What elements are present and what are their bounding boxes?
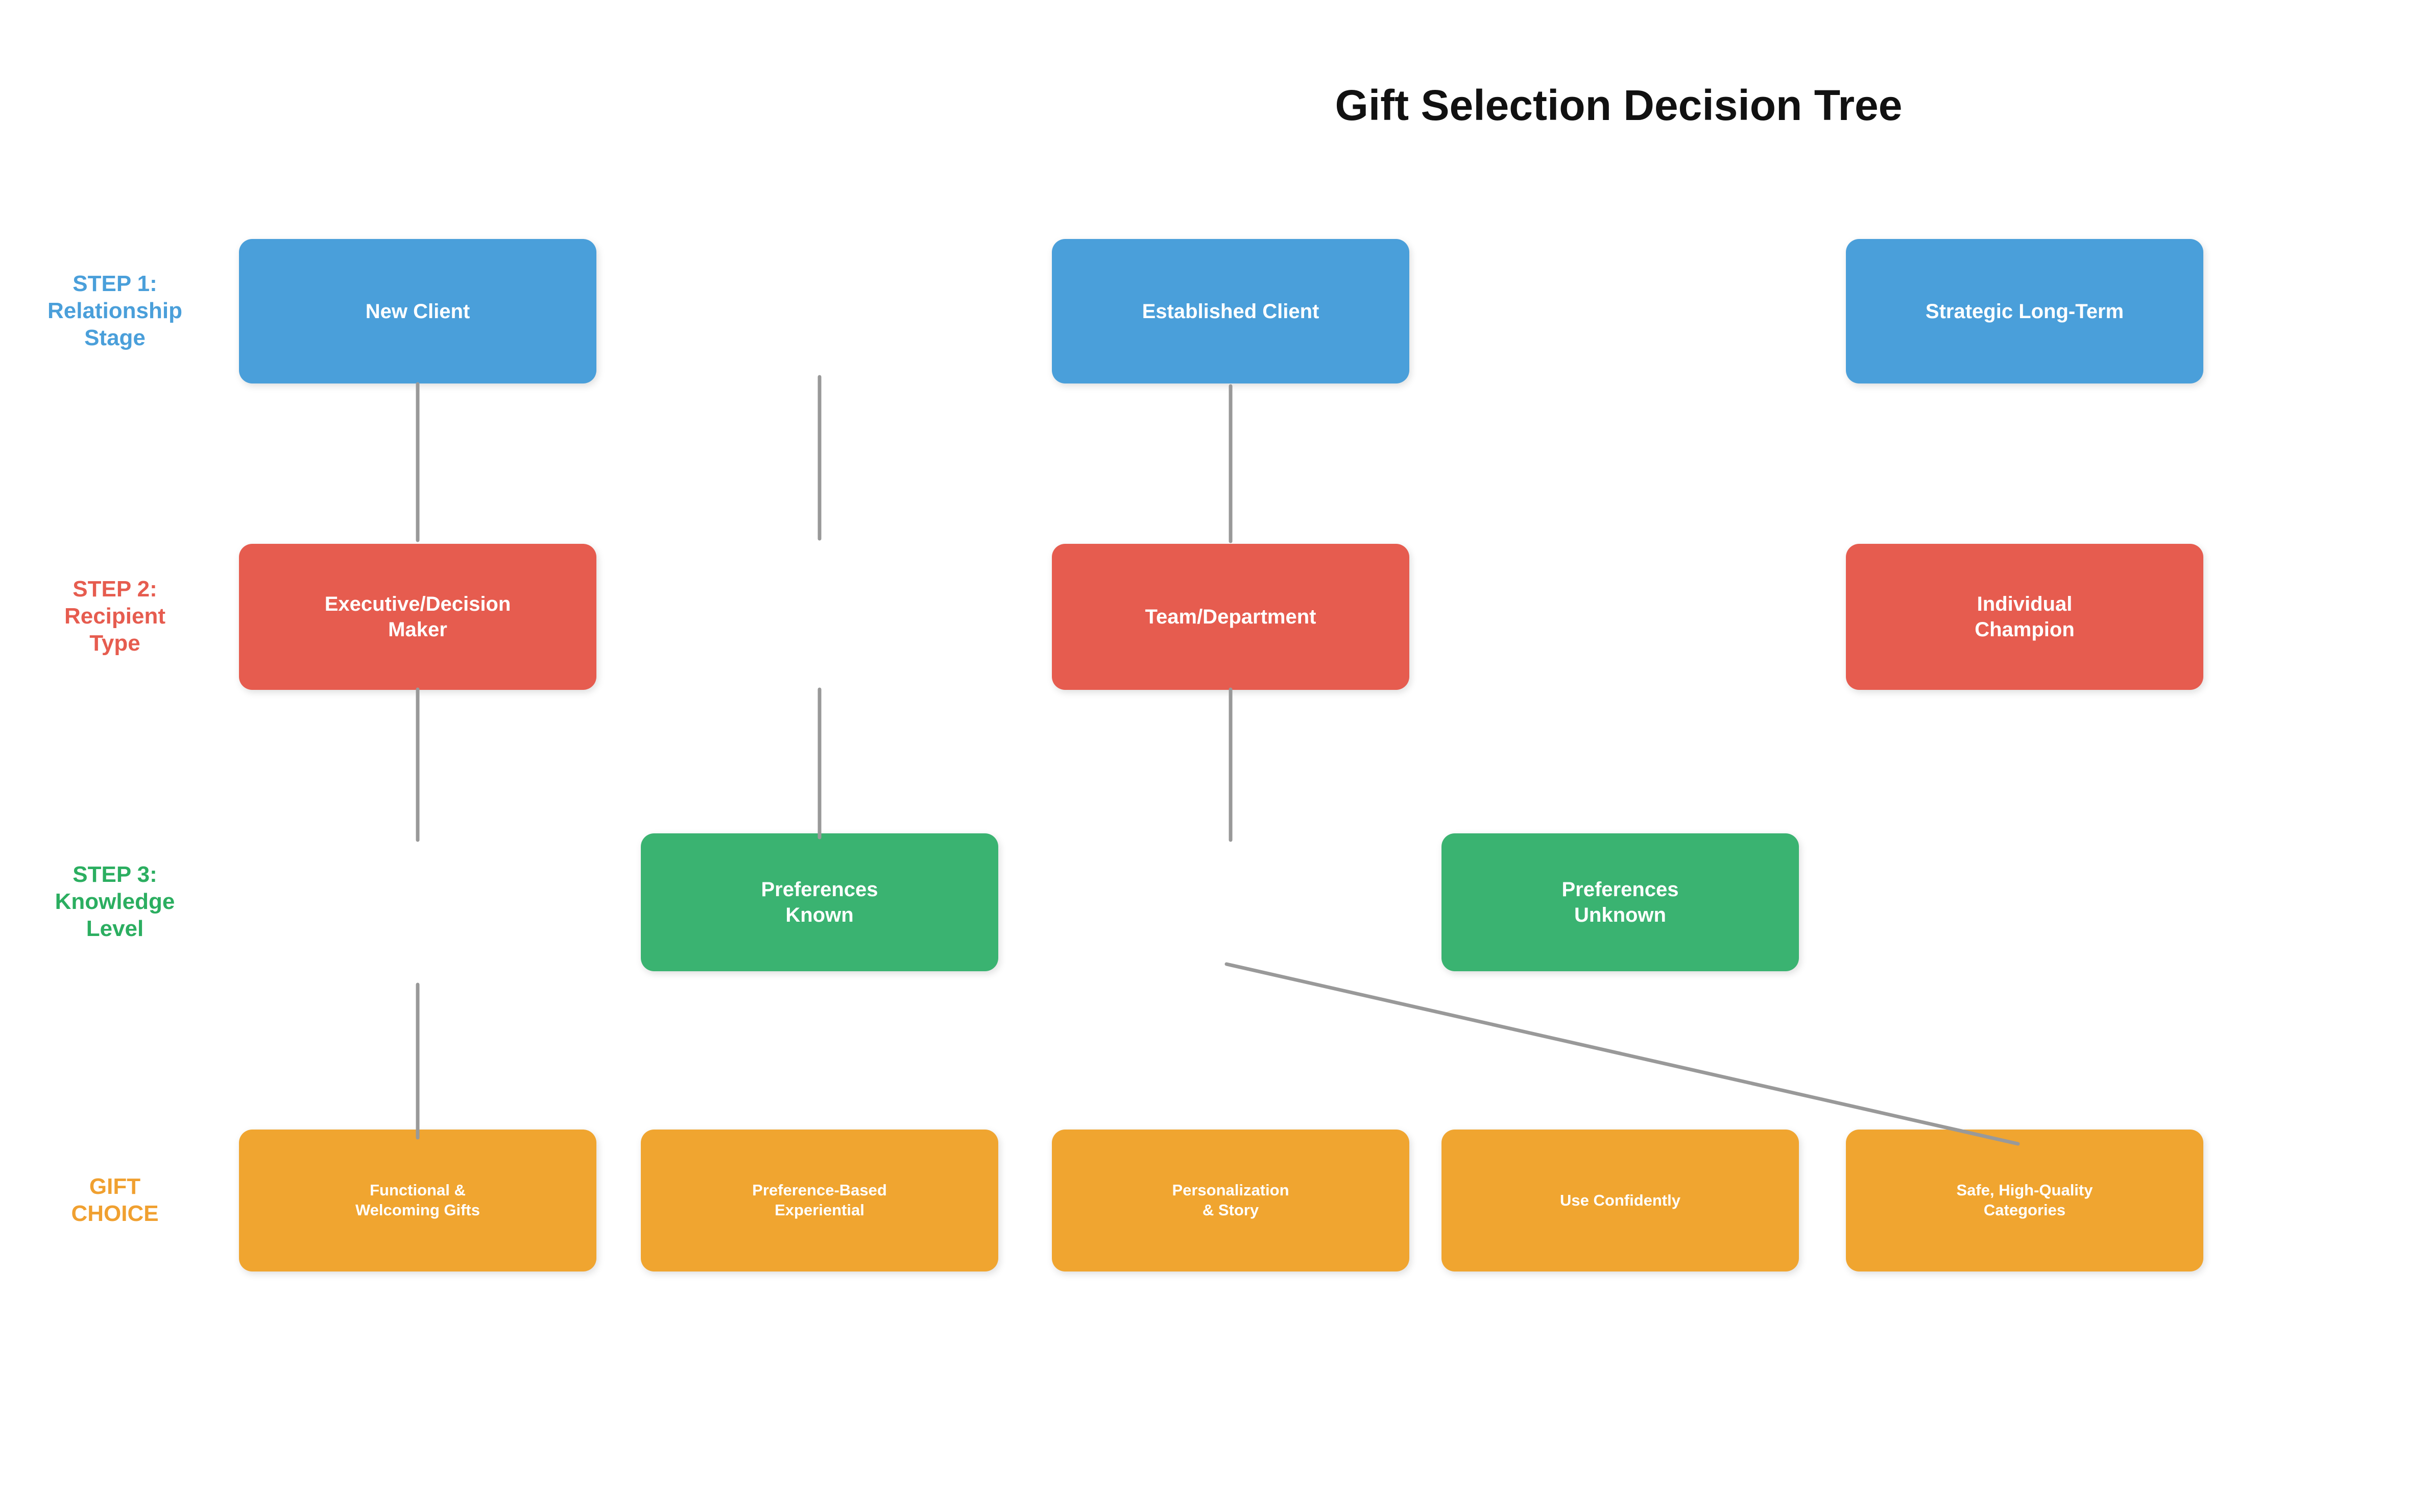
box-use-confidently: Use Confidently (1441, 1130, 1799, 1271)
box-individual-champion: Individual Champion (1846, 544, 2203, 690)
box-preferences-unknown: Preferences Unknown (1441, 833, 1799, 971)
connector-line (1224, 962, 2020, 1146)
box-preference-based-experiential: Preference-Based Experiential (641, 1130, 998, 1271)
box-preferences-known: Preferences Known (641, 833, 998, 971)
step-label-knowledge-level: STEP 3: Knowledge Level (55, 861, 175, 941)
box-personalization-story: Personalization & Story (1052, 1130, 1409, 1271)
box-executive-decision-maker: Executive/Decision Maker (239, 544, 596, 690)
box-new-client: New Client (239, 239, 596, 383)
box-functional-welcoming-gifts: Functional & Welcoming Gifts (239, 1130, 596, 1271)
step-label-relationship-stage: STEP 1: Relationship Stage (47, 271, 183, 350)
step-label-recipient-type: STEP 2: Recipient Type (64, 576, 166, 656)
box-team-department: Team/Department (1052, 544, 1409, 690)
box-strategic-long-term: Strategic Long-Term (1846, 239, 2203, 383)
step-label-gift-choice: GIFT CHOICE (71, 1174, 159, 1226)
page-title: Gift Selection Decision Tree (1335, 81, 1903, 129)
box-safe-high-quality-categories: Safe, High-Quality Categories (1846, 1130, 2203, 1271)
box-established-client: Established Client (1052, 239, 1409, 383)
